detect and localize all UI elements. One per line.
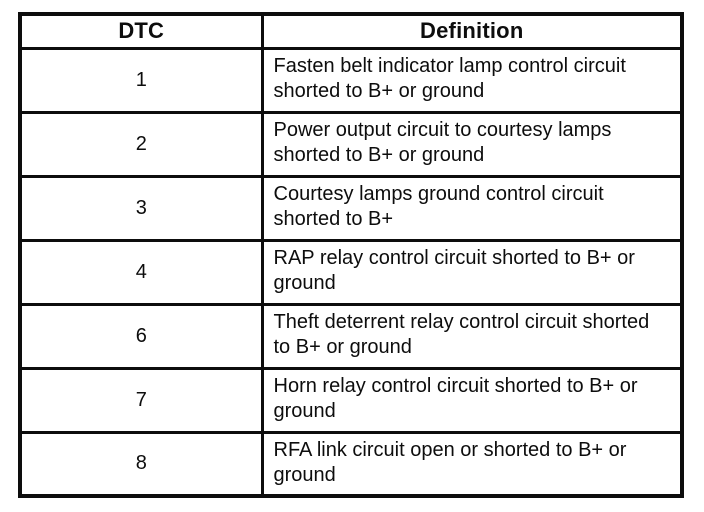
- dtc-definition: Theft deterrent relay control circuit sh…: [260, 302, 684, 370]
- dtc-definition: Horn relay control circuit shorted to B+…: [260, 366, 684, 434]
- table-row: 1 Fasten belt indicator lamp control cir…: [18, 46, 684, 114]
- table-row: 7 Horn relay control circuit shorted to …: [18, 366, 684, 434]
- table-header-row: DTC Definition: [18, 12, 684, 50]
- dtc-code: 6: [18, 302, 264, 370]
- dtc-definition: Fasten belt indicator lamp control circu…: [260, 46, 684, 114]
- table-row: 8 RFA link circuit open or shorted to B+…: [18, 430, 684, 498]
- table-row: 3 Courtesy lamps ground control circuit …: [18, 174, 684, 242]
- column-header-definition: Definition: [260, 12, 684, 50]
- dtc-definition: RAP relay control circuit shorted to B+ …: [260, 238, 684, 306]
- table-row: 2 Power output circuit to courtesy lamps…: [18, 110, 684, 178]
- dtc-code: 7: [18, 366, 264, 434]
- dtc-definition-table: DTC Definition 1 Fasten belt indicator l…: [18, 12, 684, 498]
- dtc-code: 3: [18, 174, 264, 242]
- table-row: 6 Theft deterrent relay control circuit …: [18, 302, 684, 370]
- dtc-code: 2: [18, 110, 264, 178]
- dtc-code: 8: [18, 430, 264, 498]
- dtc-definition: Courtesy lamps ground control circuit sh…: [260, 174, 684, 242]
- dtc-definition: RFA link circuit open or shorted to B+ o…: [260, 430, 684, 498]
- dtc-code: 1: [18, 46, 264, 114]
- dtc-definition: Power output circuit to courtesy lamps s…: [260, 110, 684, 178]
- column-header-dtc: DTC: [18, 12, 264, 50]
- table-row: 4 RAP relay control circuit shorted to B…: [18, 238, 684, 306]
- dtc-code: 4: [18, 238, 264, 306]
